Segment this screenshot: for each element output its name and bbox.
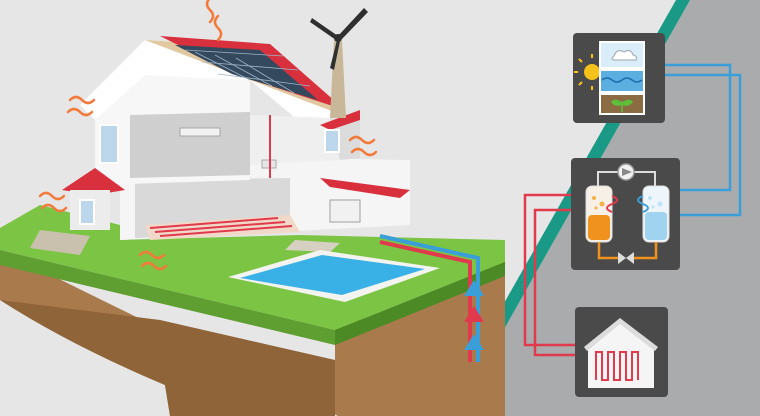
right-wing-roof [320,110,360,130]
house-cutaway [62,36,410,240]
expansion-valve-icon-b [626,252,634,264]
heat-wave-ground-2 [140,261,168,271]
bubble-icons [592,196,605,210]
wave-icon [601,77,643,83]
heat-pump-unit [329,199,361,223]
soil-cross-section [0,250,505,416]
ground-block [0,205,505,416]
evaporator-coil [637,195,649,213]
underfloor-heating-coil-icon [595,351,639,381]
hot-ground-pipe [379,240,472,362]
heat-wave-right-1 [348,135,376,145]
heat-wave-ground-1 [138,250,166,260]
right-wing-wall [250,115,340,165]
heat-wave-right-2 [350,147,378,157]
environment-panel [573,33,665,123]
water-window [599,69,645,93]
terrace-steps [285,240,340,252]
garden-path [30,230,90,255]
wind-turbine-icon [310,8,368,118]
heat-wave-porch-1 [38,191,66,201]
porch-window [79,199,95,225]
cloud-icon [611,50,638,61]
down-arrow-lower [464,334,484,350]
expansion-line [597,242,658,260]
floor-heating-coils [149,217,293,237]
schematic [523,33,742,397]
ground-loop [379,234,484,362]
hot-loop-outer [523,193,610,347]
condenser-coil [606,195,618,213]
compressor-arrow-icon [622,168,632,176]
heat-wave-roof-2 [213,14,223,42]
turbine-blade-3 [330,40,340,70]
heat-wave-porch-2 [40,203,68,213]
plant-icon [610,99,634,112]
soil-shadow [0,300,335,416]
porch-roof [320,178,410,198]
heat-waves [38,0,378,271]
cold-loop-inner [650,73,742,217]
expansion-valve-icon [618,252,626,264]
pool-water [240,255,425,295]
lawn-edge [0,250,335,345]
heat-wave-left-1 [68,95,96,105]
wall-air-conditioner [179,127,221,137]
house-roof-icon [584,318,658,351]
upper-room-interior [130,112,250,178]
side-window [324,129,340,153]
floor-heating-panel [575,307,668,397]
heat-wave-roof-1 [205,0,215,24]
swimming-pool [228,250,440,302]
up-arrow [464,306,484,322]
lawn-edge-right [335,262,505,345]
down-arrow [464,280,484,296]
condenser-fluid [588,215,610,240]
heat-pump-panel [571,158,680,270]
lawn [0,205,505,330]
solar-panel-grid [184,49,311,94]
sun-icon [584,64,600,80]
heat-wave-left-2 [66,107,94,117]
upper-window [99,124,119,164]
side-porch-roof [62,168,125,195]
cold-loop-outer [650,63,732,192]
cold-ground-pipe [379,234,480,362]
turbine-blade-1 [310,18,338,40]
bubble-icons-cold [648,196,663,209]
evaporator-fluid [645,212,667,240]
turbine-blade-2 [338,8,368,40]
sky-window [599,41,645,69]
